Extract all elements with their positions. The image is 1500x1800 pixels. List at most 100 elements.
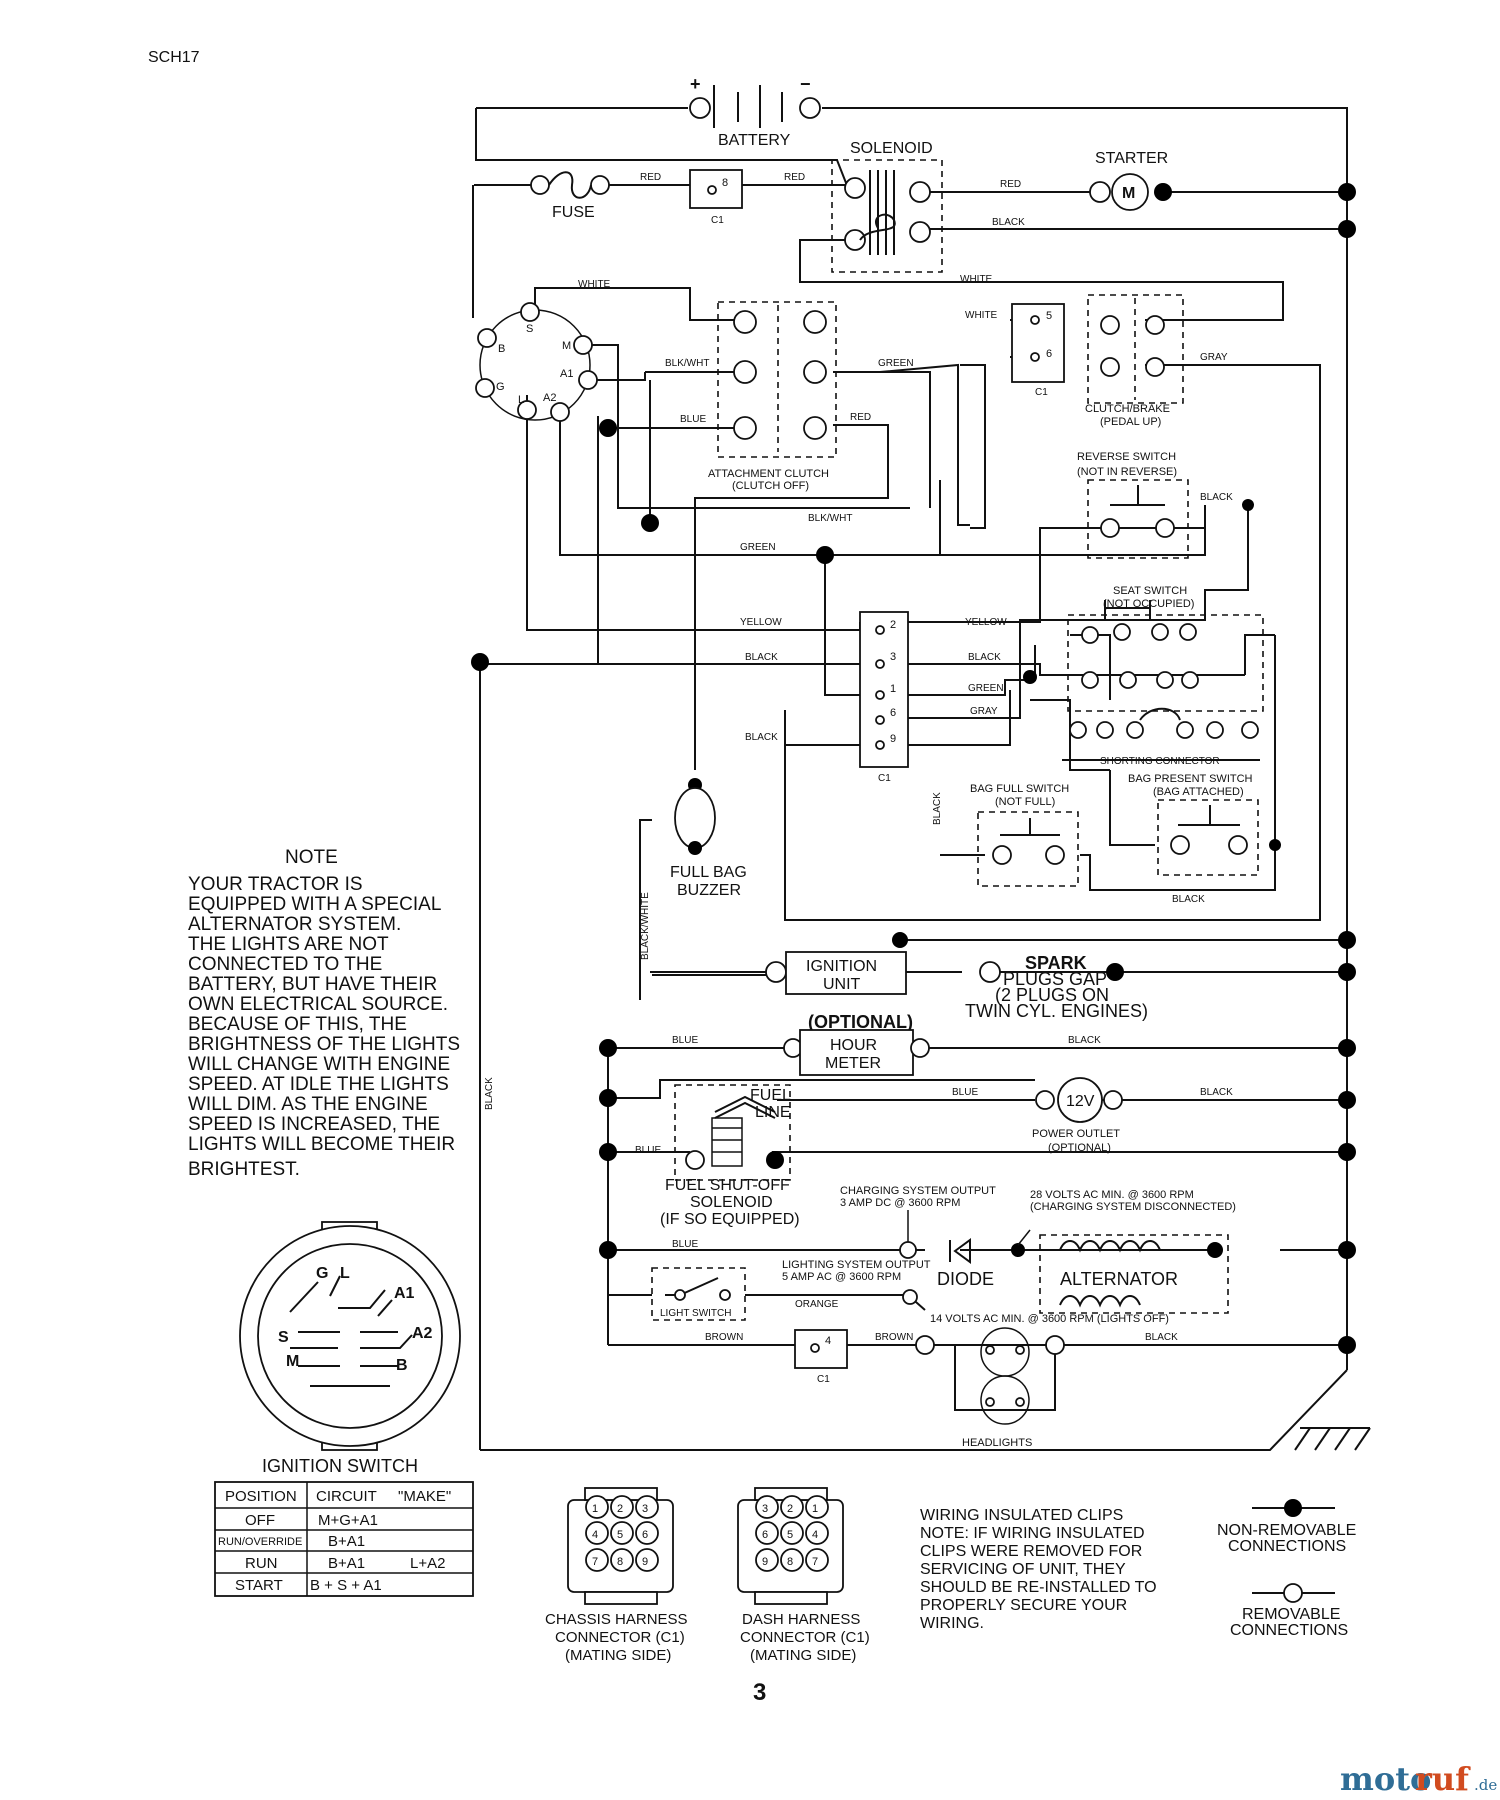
main-wires	[472, 107, 1348, 1451]
th-make: "MAKE"	[398, 1488, 451, 1505]
power-outlet: 12V POWER OUTLET (OPTIONAL) BLUE BLACK	[952, 1077, 1233, 1154]
wire-green-2: GREEN	[740, 542, 776, 553]
watermark-c: .de	[1474, 1776, 1497, 1794]
wire-red-2: RED	[850, 412, 871, 423]
clips-note: WIRING INSULATED CLIPS NOTE: IF WIRING I…	[920, 1507, 1157, 1632]
dash-pin-c: 1	[812, 1503, 818, 1515]
td-r2-pos: RUN/OVERRIDE	[218, 1536, 302, 1548]
dash-pin-b: 2	[787, 1503, 793, 1515]
wire-blkwht-2: BLK/WHT	[808, 513, 852, 524]
c1-pin-8: 8 C1 RED	[689, 169, 805, 226]
td-r3-pos: RUN	[245, 1555, 278, 1572]
spark-label-2: PLUGS GAP	[1003, 969, 1107, 989]
term-s: S	[526, 323, 533, 335]
face-a2: A2	[412, 1325, 433, 1342]
fuel-sol-label-3: (IF SO EQUIPPED)	[660, 1211, 800, 1228]
pin-3-label: 3	[890, 651, 896, 663]
dash-pin-g: 9	[762, 1556, 768, 1568]
battery-plus: +	[690, 74, 701, 94]
bag-full-switch: BAG FULL SWITCH (NOT FULL) BLACK	[932, 783, 1079, 887]
wire-blue-charge: BLUE	[672, 1239, 698, 1250]
clips-line-1: WIRING INSULATED CLIPS	[920, 1507, 1123, 1524]
solenoid-label: SOLENOID	[850, 140, 933, 157]
td-r3-circ: B+A1	[328, 1555, 365, 1572]
c1-main-connector: 2 3 1 6 9 C1 YELLOW YELLOW BLACK BLACK G…	[740, 513, 1007, 784]
ch-pin-9: 9	[642, 1556, 648, 1568]
buzzer-label-1: FULL BAG	[670, 864, 747, 881]
alternator-note: NOTE YOUR TRACTOR IS EQUIPPED WITH A SPE…	[188, 847, 460, 1180]
note-line-6: BATTERY, BUT HAVE THEIR	[188, 974, 437, 995]
starter-symbol: M	[1122, 185, 1135, 202]
bag-full-label-2: (NOT FULL)	[995, 796, 1055, 808]
note-line-13: SPEED IS INCREASED, THE	[188, 1114, 440, 1135]
reverse-switch-label-1: REVERSE SWITCH	[1077, 451, 1176, 463]
wire-brown-1: BROWN	[705, 1332, 743, 1343]
chassis-label-2: CONNECTOR (C1)	[555, 1629, 685, 1646]
bag-full-label-1: BAG FULL SWITCH	[970, 783, 1069, 795]
fuse-label: FUSE	[552, 204, 595, 221]
term-l: L	[518, 394, 524, 406]
th-circuit: CIRCUIT	[316, 1488, 377, 1505]
note-line-8: BECAUSE OF THIS, THE	[188, 1014, 407, 1035]
td-r3-make: L+A2	[410, 1555, 445, 1572]
note-line-9: BRIGHTNESS OF THE LIGHTS	[188, 1034, 460, 1055]
clips-line-3: CLIPS WERE REMOVED FOR	[920, 1543, 1142, 1560]
note-line-12: WILL DIM. AS THE ENGINE	[188, 1094, 428, 1115]
dash-harness-connector: 3 2 1 6 5 4 9 8 7 DASH HARNESS CONNECTOR…	[737, 1487, 870, 1664]
fuse: FUSE RED	[530, 171, 661, 221]
td-r1-pos: OFF	[245, 1512, 275, 1529]
dash-pin-a: 3	[762, 1503, 768, 1515]
legend-nonremovable-2: CONNECTIONS	[1228, 1538, 1346, 1555]
wire-black-r: BLACK	[968, 652, 1001, 663]
face-m: M	[286, 1353, 299, 1370]
td-r2-circ: B+A1	[328, 1533, 365, 1550]
legend-removable-2: CONNECTIONS	[1230, 1622, 1348, 1639]
legend-nonremovable-1: NON-REMOVABLE	[1217, 1522, 1356, 1539]
term-a1: A1	[560, 368, 573, 380]
dash-pin-f: 4	[812, 1529, 818, 1541]
ignition-unit: IGNITION UNIT SPARK PLUGS GAP (2 PLUGS O…	[765, 932, 1148, 1021]
lighting-label-2: 5 AMP AC @ 3600 RPM	[782, 1271, 901, 1283]
pin-8-label: 8	[722, 177, 728, 189]
note-line-15: BRIGHTEST.	[188, 1159, 300, 1180]
wire-blue-fuel: BLUE	[635, 1145, 661, 1156]
wire-red-c1: RED	[784, 172, 805, 183]
wire-blackwhite: BLACK/WHITE	[640, 892, 651, 960]
wire-black-outlet: BLACK	[1200, 1087, 1233, 1098]
ignition-switch-title: IGNITION SWITCH	[262, 1456, 418, 1476]
reverse-switch-label-2: (NOT IN REVERSE)	[1077, 466, 1177, 478]
face-a1: A1	[394, 1285, 415, 1302]
note-line-2: EQUIPPED WITH A SPECIAL	[188, 894, 441, 915]
wire-gray-1: GRAY	[1200, 352, 1228, 363]
full-bag-buzzer: FULL BAG BUZZER BLACK/WHITE	[640, 778, 747, 960]
note-line-14: LIGHTS WILL BECOME THEIR	[188, 1134, 455, 1155]
hour-meter: (OPTIONAL) HOUR METER BLUE BLACK	[672, 1012, 1101, 1076]
charging-label-2: 3 AMP DC @ 3600 RPM	[840, 1197, 960, 1209]
wire-yellow-l: YELLOW	[740, 617, 782, 628]
outlet-label-2: (OPTIONAL)	[1048, 1142, 1111, 1154]
term-b: B	[498, 343, 505, 355]
light-switch-label: LIGHT SWITCH	[660, 1308, 731, 1319]
wire-white-2: WHITE	[965, 310, 998, 321]
chassis-label-1: CHASSIS HARNESS	[545, 1611, 688, 1628]
clips-line-6: PROPERLY SECURE YOUR	[920, 1597, 1127, 1614]
ch-pin-3: 3	[642, 1503, 648, 1515]
note-title: NOTE	[285, 847, 338, 868]
term-a2: A2	[543, 392, 556, 404]
ignition-unit-label-2: UNIT	[823, 976, 861, 993]
dash-label-3: (MATING SIDE)	[750, 1647, 856, 1664]
td-r4-pos: START	[235, 1577, 283, 1594]
fuel-sol-label-1: FUEL SHUT-OFF	[665, 1177, 790, 1194]
hour-meter-label-2: METER	[825, 1055, 881, 1072]
term-m: M	[562, 340, 571, 352]
ignition-unit-label-1: IGNITION	[806, 958, 877, 975]
td-r1-circ: M+G+A1	[318, 1512, 378, 1529]
page-code: SCH17	[148, 49, 200, 66]
charging-label-1: CHARGING SYSTEM OUTPUT	[840, 1185, 996, 1197]
dash-pin-h: 8	[787, 1556, 793, 1568]
diode-label: DIODE	[937, 1269, 994, 1289]
outlet-symbol: 12V	[1066, 1093, 1095, 1110]
lighting-label-1: LIGHTING SYSTEM OUTPUT	[782, 1259, 931, 1271]
chassis-label-3: (MATING SIDE)	[565, 1647, 671, 1664]
